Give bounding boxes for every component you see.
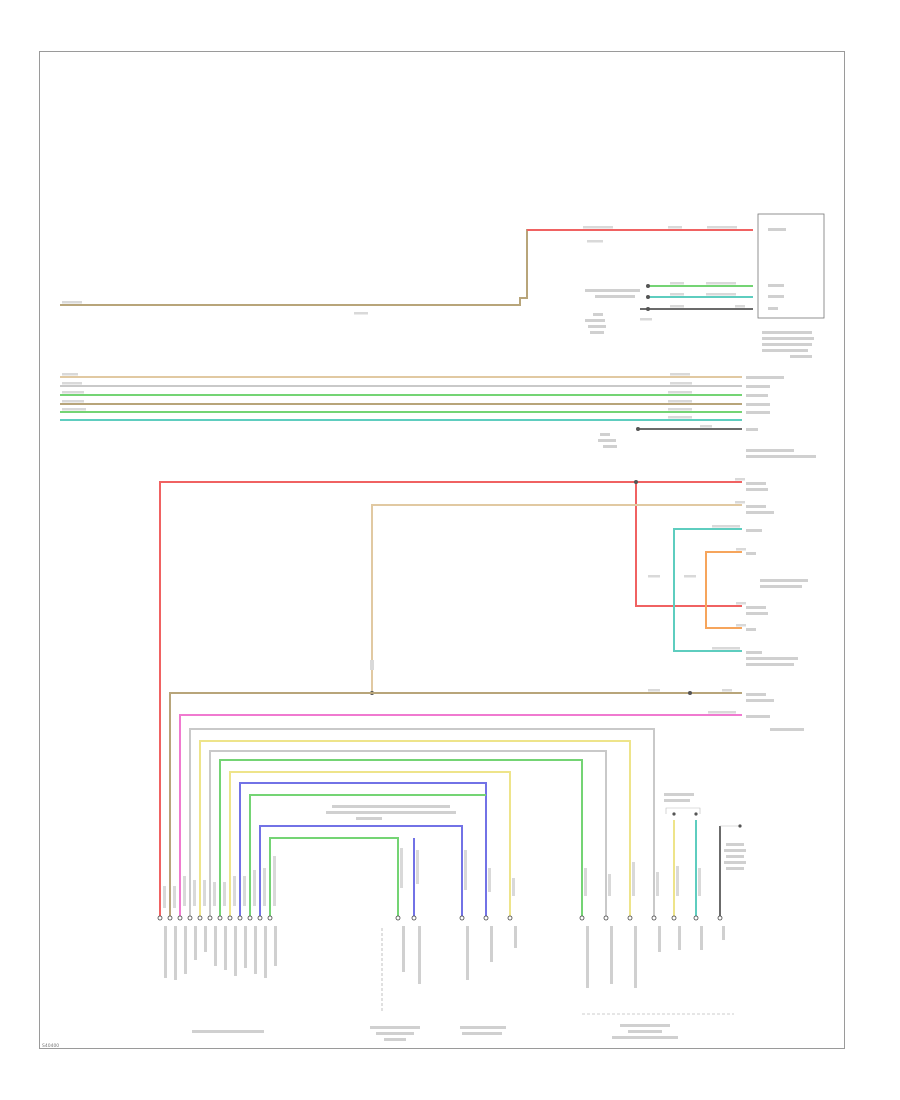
module-header-label (326, 805, 456, 820)
switch-pin-labels (746, 482, 808, 731)
wire-olive-main (60, 229, 753, 306)
wire-yellow-drop-2 (229, 771, 511, 916)
splice-dot (646, 284, 650, 288)
wire-green-drop-3 (269, 837, 399, 916)
wire-orange-loop (705, 551, 742, 629)
connector-box (757, 213, 825, 319)
component-captions (192, 1024, 678, 1041)
wire-gray-drop (189, 728, 655, 916)
wire-pink-switch (179, 714, 742, 916)
splice-dot (688, 691, 692, 695)
wire-blue-drop-1 (239, 782, 487, 916)
wire-red-main (159, 481, 742, 916)
wire-teal-loop (673, 528, 742, 652)
wire-green-drop-2 (249, 794, 486, 916)
pin-name-labels (164, 926, 725, 988)
wire-color-codes (62, 226, 745, 321)
diagram-frame (39, 51, 845, 1049)
splice-dot (636, 427, 640, 431)
splice-dot (634, 480, 638, 484)
top-circuit (60, 213, 825, 358)
connector-pin-labels (768, 228, 786, 310)
bus-pin-labels (598, 376, 816, 458)
splice-dot (646, 295, 650, 299)
component-label-block (762, 331, 814, 358)
sensor-block (664, 793, 746, 870)
wire-red-branch (635, 482, 742, 607)
harness-bus (60, 373, 816, 458)
switch-circuits (157, 478, 808, 921)
component-boundaries (381, 928, 734, 1015)
wire-yellow-drop-1 (199, 740, 631, 916)
switch-wire-codes (370, 478, 746, 714)
splice-label-block (585, 289, 640, 334)
splice-dot (646, 307, 650, 311)
bus-codes (62, 373, 712, 428)
footer-code: S40400 (42, 1043, 59, 1049)
wire-green-drop-1 (219, 759, 583, 916)
vertical-wire-codes (163, 848, 701, 908)
wire-tan-feed (371, 504, 742, 693)
wire-olive-switch (169, 692, 742, 916)
pin-circles (157, 915, 723, 921)
wire-blue-drop-2 (259, 825, 463, 916)
wire-gray-drop-2 (209, 750, 607, 916)
